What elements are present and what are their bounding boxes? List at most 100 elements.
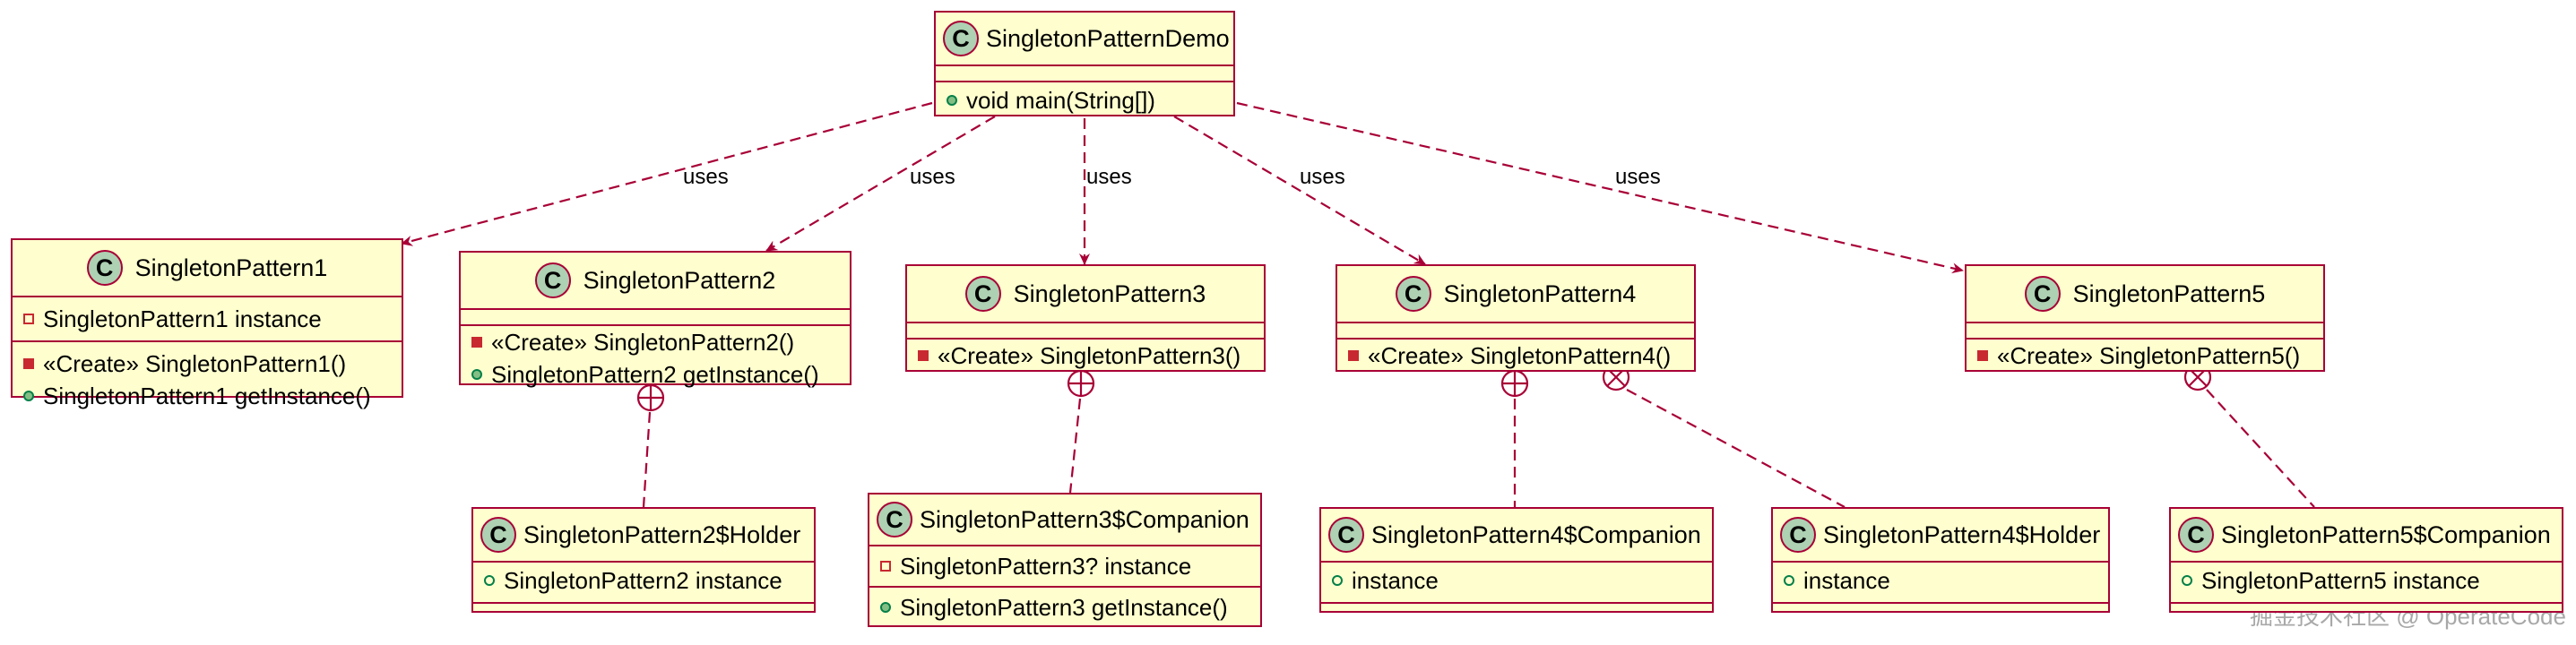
- methods-section: void main(String[]): [936, 82, 1233, 122]
- class-c-icon: C: [2178, 517, 2214, 553]
- nested-link-p3-companion: [1068, 398, 1082, 494]
- member-method: «Create» SingletonPattern1(): [13, 348, 402, 380]
- class-c-icon: C: [534, 262, 571, 298]
- class-header: C SingletonPattern2: [461, 253, 850, 310]
- class-name: SingletonPatternDemo: [986, 24, 1230, 52]
- class-name: SingletonPattern4$Companion: [1371, 520, 1701, 548]
- public-field-icon: [484, 575, 495, 586]
- nested-link-p4-holder: [1626, 389, 1846, 508]
- class-c-icon: C: [480, 517, 516, 553]
- member-method: «Create» SingletonPattern2(): [461, 326, 850, 358]
- nested-plus-icon-p2: [636, 383, 665, 412]
- class-singleton-pattern-1: C SingletonPattern1 SingletonPattern1 in…: [11, 238, 403, 409]
- class-name: SingletonPattern4: [1443, 280, 1637, 307]
- methods-section: «Create» SingletonPattern3(): [907, 340, 1264, 377]
- fields-section: [461, 310, 850, 326]
- class-singleton-pattern-demo: C SingletonPatternDemo void main(String[…: [934, 11, 1235, 116]
- class-header: C SingletonPattern1: [13, 240, 402, 297]
- methods-section: [2171, 604, 2562, 615]
- fields-section: [936, 66, 1233, 82]
- class-header: C SingletonPattern3: [907, 266, 1264, 323]
- public-method-icon: [23, 391, 34, 401]
- member-field: instance: [1773, 564, 2108, 597]
- member-method: «Create» SingletonPattern5(): [1967, 340, 2323, 372]
- member-method: «Create» SingletonPattern3(): [907, 340, 1264, 372]
- class-name: SingletonPattern1: [134, 254, 328, 281]
- class-name: SingletonPattern5: [2072, 280, 2266, 307]
- methods-section: [1321, 604, 1712, 615]
- fields-section: instance: [1321, 563, 1712, 604]
- class-singleton-pattern-4: C SingletonPattern4 «Create» SingletonPa…: [1336, 264, 1696, 372]
- class-name: SingletonPattern2$Holder: [523, 520, 801, 548]
- public-field-icon: [2182, 575, 2192, 586]
- member-field: SingletonPattern2 instance: [473, 564, 814, 597]
- class-name: SingletonPattern2: [583, 266, 776, 294]
- methods-section: [473, 604, 814, 615]
- uses-label-p5: uses: [1615, 165, 1661, 189]
- fields-section: [1967, 323, 2323, 340]
- member-method: SingletonPattern2 getInstance(): [461, 358, 850, 391]
- methods-section: «Create» SingletonPattern4(): [1337, 340, 1694, 377]
- class-name: SingletonPattern5$Companion: [2221, 520, 2551, 548]
- class-header: C SingletonPattern5$Companion: [2171, 509, 2562, 563]
- class-singleton-pattern-4-holder: C SingletonPattern4$Holder instance: [1771, 507, 2110, 613]
- methods-section: [1773, 604, 2108, 615]
- class-singleton-pattern-5: C SingletonPattern5 «Create» SingletonPa…: [1965, 264, 2325, 372]
- class-name: SingletonPattern3$Companion: [920, 505, 1249, 533]
- private-method-icon: [23, 358, 34, 369]
- class-singleton-pattern-3: C SingletonPattern3 «Create» SingletonPa…: [905, 264, 1266, 372]
- fields-section: [1337, 323, 1694, 340]
- class-singleton-pattern-5-companion: C SingletonPattern5$Companion SingletonP…: [2169, 507, 2563, 613]
- uses-arrow-p4: [1173, 116, 1426, 265]
- member-method: SingletonPattern3 getInstance(): [869, 591, 1260, 624]
- public-field-icon: [1784, 575, 1794, 586]
- public-method-icon: [947, 95, 957, 106]
- member-field: SingletonPattern1 instance: [13, 303, 402, 335]
- uses-label-p2: uses: [910, 165, 955, 189]
- private-method-icon: [1977, 350, 1988, 361]
- public-method-icon: [880, 602, 891, 613]
- class-header: C SingletonPattern4$Holder: [1773, 509, 2108, 563]
- member-field: instance: [1321, 564, 1712, 597]
- nested-link-p2-holder: [642, 411, 652, 508]
- class-header: C SingletonPattern3$Companion: [869, 494, 1260, 546]
- private-field-icon: [880, 561, 891, 572]
- class-header: C SingletonPattern4$Companion: [1321, 509, 1712, 563]
- member-method: «Create» SingletonPattern4(): [1337, 340, 1694, 372]
- methods-section: «Create» SingletonPattern2() SingletonPa…: [461, 326, 850, 396]
- class-c-icon: C: [964, 276, 1001, 312]
- fields-section: [907, 323, 1264, 340]
- member-field: SingletonPattern5 instance: [2171, 564, 2562, 597]
- methods-section: «Create» SingletonPattern1() SingletonPa…: [13, 342, 402, 417]
- fields-section: SingletonPattern5 instance: [2171, 563, 2562, 604]
- class-c-icon: C: [943, 21, 979, 56]
- methods-section: «Create» SingletonPattern5(): [1967, 340, 2323, 377]
- class-c-icon: C: [877, 502, 912, 538]
- class-c-icon: C: [1395, 276, 1431, 312]
- private-method-icon: [918, 350, 929, 361]
- class-c-icon: C: [1780, 517, 1816, 553]
- uses-label-p1: uses: [683, 165, 729, 189]
- class-singleton-pattern-2: C SingletonPattern2 «Create» SingletonPa…: [459, 251, 851, 388]
- class-name: SingletonPattern4$Holder: [1823, 520, 2101, 548]
- uses-arrow-p1: [401, 101, 933, 246]
- fields-section: SingletonPattern2 instance: [473, 563, 814, 604]
- uses-arrow-p5: [1236, 101, 1964, 274]
- public-field-icon: [1332, 575, 1343, 586]
- uses-label-p3: uses: [1086, 165, 1132, 189]
- nested-plus-icon-p4: [1500, 369, 1529, 398]
- class-header: C SingletonPattern4: [1337, 266, 1694, 323]
- class-header: C SingletonPattern2$Holder: [473, 509, 814, 563]
- class-singleton-pattern-4-companion: C SingletonPattern4$Companion instance: [1319, 507, 1714, 613]
- class-singleton-pattern-3-companion: C SingletonPattern3$Companion SingletonP…: [868, 493, 1262, 627]
- class-header: C SingletonPattern5: [1967, 266, 2323, 323]
- class-c-icon: C: [86, 250, 123, 286]
- methods-section: SingletonPattern3 getInstance(): [869, 588, 1260, 627]
- fields-section: SingletonPattern3? instance: [869, 546, 1260, 588]
- nested-link-p5-companion: [2206, 389, 2315, 508]
- member-method: void main(String[]): [936, 84, 1233, 116]
- member-method: SingletonPattern1 getInstance(): [13, 380, 402, 412]
- private-field-icon: [23, 314, 34, 324]
